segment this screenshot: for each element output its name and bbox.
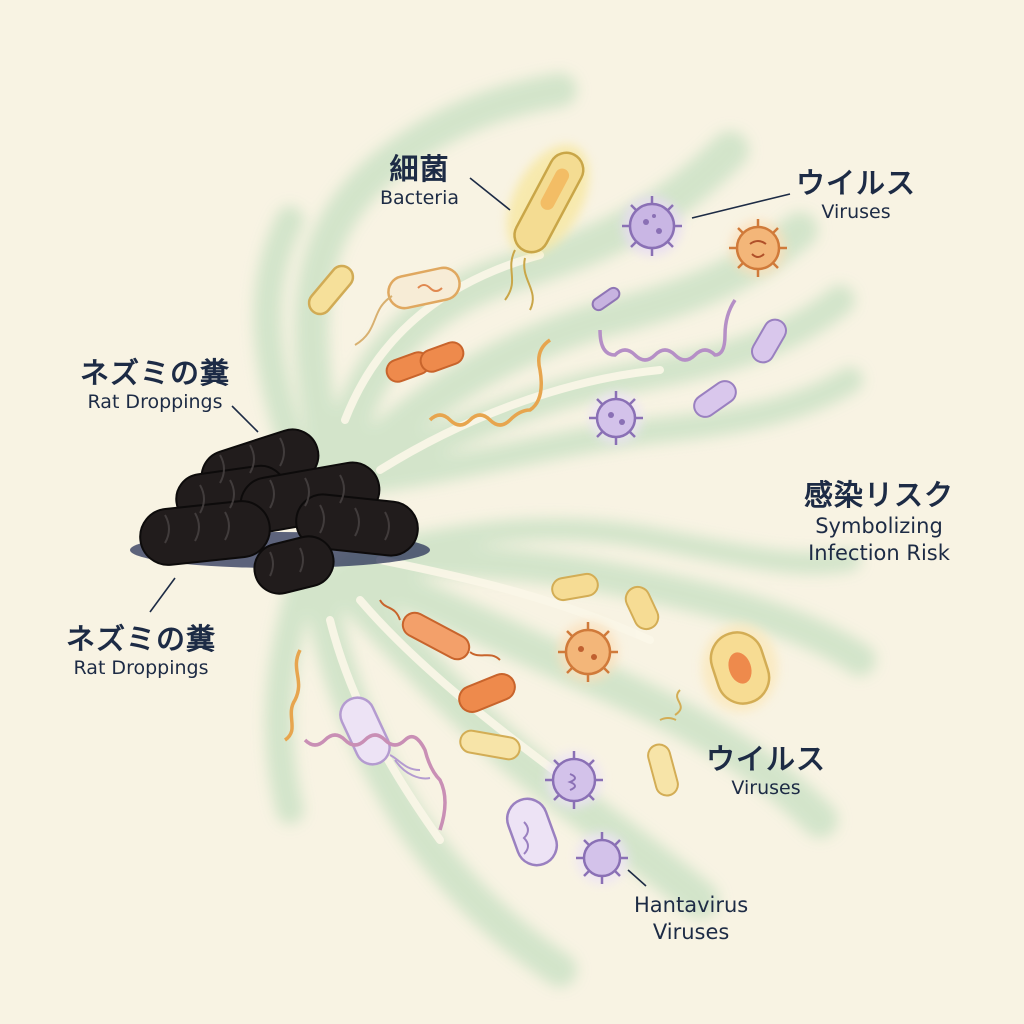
flagellated-bacterium-purple-icon — [339, 696, 431, 780]
spiral-bacterium-orange-icon — [283, 649, 302, 742]
bacteria-label-en: Bacteria — [380, 186, 459, 209]
rod-bacterium-icon — [751, 318, 787, 364]
virus-purple-lower-icon — [545, 751, 603, 809]
spiral-bacterium-orange-icon — [428, 338, 552, 427]
rod-bacterium-icon — [459, 729, 521, 761]
viruses-top-label-en: Viruses — [821, 200, 891, 223]
bacteria-label-jp: 細菌 — [389, 152, 450, 186]
flagellated-bacterium-orange-icon — [379, 599, 501, 661]
rat-droppings-pointer-line — [149, 577, 176, 613]
rat-droppings-pointer-line — [231, 405, 259, 433]
rod-bacterium-orange-icon — [458, 673, 516, 713]
viruses-bottom-label-jp: ウイルス — [706, 742, 827, 776]
virus-orange-icon — [729, 219, 787, 277]
flagellated-bacterium-icon — [354, 266, 461, 346]
infection-risk-label: 感染リスク Symbolizing Infection Risk — [804, 478, 954, 567]
rat-droppings-bottom-label-jp: ネズミの糞 — [66, 622, 217, 656]
rat-droppings-top-label-jp: ネズミの糞 — [80, 356, 231, 390]
virus-orange-lower-icon — [558, 622, 618, 682]
viruses-bottom-label-en: Viruses — [731, 776, 801, 799]
rod-bacterium-icon — [647, 743, 679, 797]
spiral-bacterium-pink-icon — [303, 733, 447, 831]
rod-bacterium-icon — [551, 572, 599, 602]
hantavirus-label: Hantavirus Viruses — [634, 892, 748, 947]
infection-risk-label-en-line1: Symbolizing — [815, 513, 943, 538]
bacterium-large-orange-core-icon — [702, 624, 778, 712]
viruses-top-label-jp: ウイルス — [796, 166, 917, 200]
rod-bacterium-icon — [307, 264, 355, 316]
pointer-lines — [149, 177, 791, 887]
upper-microbes — [307, 144, 787, 445]
rat-droppings-top-label: ネズミの糞 Rat Droppings — [80, 356, 230, 414]
rod-bacterium-icon — [693, 380, 737, 418]
rod-bacterium-large-icon — [504, 144, 590, 311]
rod-bacterium-small-icon — [624, 585, 660, 631]
hantavirus-pointer-line — [627, 869, 647, 887]
viruses-pointer-line — [691, 193, 791, 219]
hantavirus-label-line1: Hantavirus — [634, 893, 749, 917]
flagellum-icon — [659, 689, 682, 721]
rat-droppings-bottom-label-en: Rat Droppings — [73, 656, 209, 679]
rod-bacterium-icon — [591, 286, 621, 312]
virus-small-purple-icon — [589, 391, 643, 445]
lower-microbes — [283, 572, 778, 884]
bacteria-label: 細菌 Bacteria — [380, 152, 459, 210]
viruses-top-label: ウイルス Viruses — [796, 166, 916, 224]
infection-risk-label-jp: 感染リスク — [804, 478, 955, 512]
infection-risk-label-en-line2: Infection Risk — [808, 541, 950, 566]
viruses-bottom-label: ウイルス Viruses — [706, 742, 826, 800]
rat-droppings-bottom-label: ネズミの糞 Rat Droppings — [66, 622, 216, 680]
bacteria-pointer-line — [469, 177, 511, 211]
rat-droppings-top-label-en: Rat Droppings — [87, 390, 223, 413]
bacterium-purple-lower-icon — [505, 797, 559, 867]
hantavirus-label-line2: Viruses — [652, 920, 730, 945]
orange-rod-bacteria-icon — [385, 341, 465, 383]
hantavirus-particle-icon — [576, 832, 628, 884]
virus-purple-icon — [622, 196, 682, 256]
rat-droppings-pile-icon — [130, 428, 430, 595]
spiral-bacterium-purple-icon — [598, 299, 737, 362]
